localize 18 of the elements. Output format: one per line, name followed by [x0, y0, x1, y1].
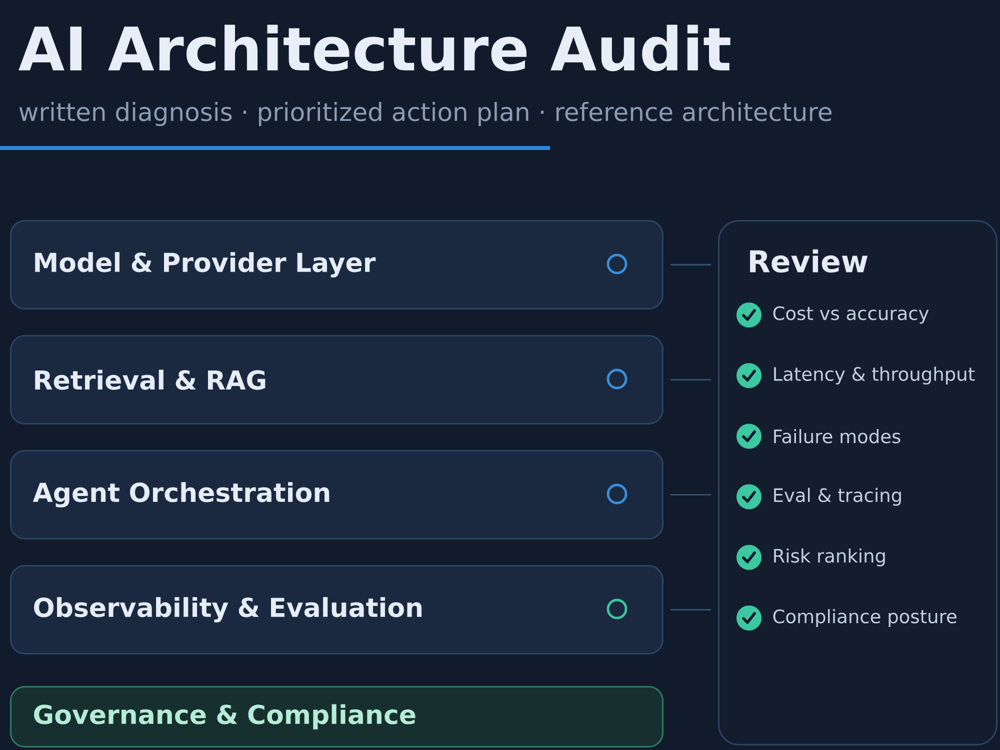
layer-box: Agent Orchestration [10, 450, 664, 540]
checklist-item: Failure modes [774, 429, 900, 444]
checklist-item: Risk ranking [774, 548, 885, 566]
layer-box: Observability & Evaluation [10, 565, 664, 654]
checklist-item: Compliance posture [773, 609, 956, 627]
connector-line [670, 494, 711, 496]
layer-box: Model & Provider Layer [10, 220, 664, 310]
connector-line [670, 609, 711, 610]
connector-line [670, 264, 711, 266]
title: AI Architecture Audit [18, 24, 730, 72]
subtitle: written diagnosis · prioritized action plan · reference architecture [19, 102, 832, 126]
layer-box: Governance & Compliance [10, 686, 664, 748]
layer-box: Retrieval & RAG [10, 335, 664, 424]
checklist-item: Cost vs accuracy [773, 306, 929, 324]
checklist-item: Eval & tracing [774, 488, 901, 506]
panel-heading: Review [750, 249, 868, 273]
connector-line [670, 379, 711, 380]
checklist-item: Latency & throughput [774, 366, 975, 385]
